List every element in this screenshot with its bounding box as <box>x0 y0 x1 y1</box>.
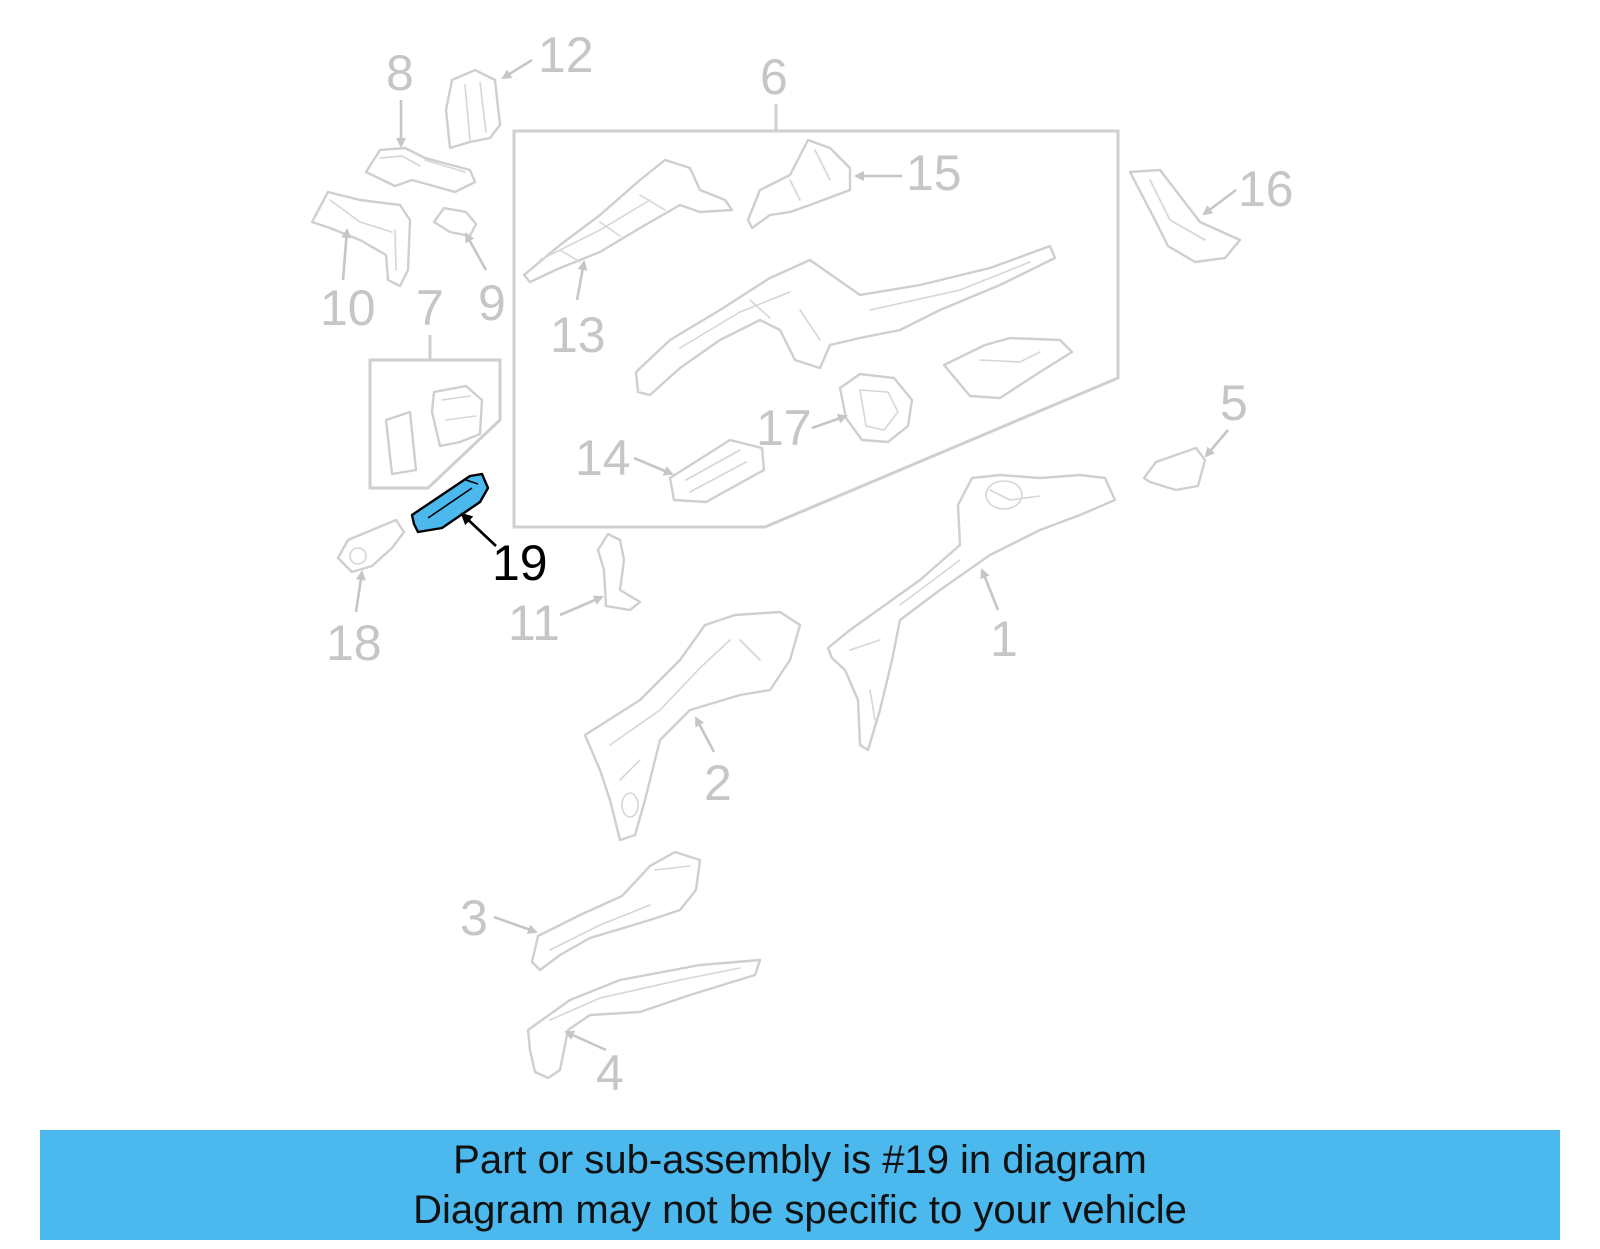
info-banner: Part or sub-assembly is #19 in diagram D… <box>40 1130 1560 1240</box>
part-18[interactable] <box>336 518 406 574</box>
callout-3[interactable]: 3 <box>460 890 488 946</box>
part-19-highlighted[interactable] <box>410 472 490 534</box>
parts-diagram: 1 2 3 4 5 6 7 8 9 10 11 12 13 14 15 16 1… <box>310 27 1294 1101</box>
part-4[interactable] <box>526 958 762 1080</box>
leader-1 <box>980 568 1000 611</box>
part-10[interactable] <box>310 190 412 288</box>
leader-14 <box>633 456 674 476</box>
part-7[interactable] <box>384 384 484 476</box>
leader-11 <box>559 595 604 617</box>
callout-8[interactable]: 8 <box>386 45 414 101</box>
callout-19[interactable]: 19 <box>492 535 548 591</box>
callout-5[interactable]: 5 <box>1220 375 1248 431</box>
part-13[interactable] <box>522 158 734 284</box>
group-box-7 <box>368 335 502 490</box>
callout-13[interactable]: 13 <box>550 307 606 363</box>
leader-13 <box>575 260 588 301</box>
part-11[interactable] <box>596 532 642 612</box>
callout-17[interactable]: 17 <box>756 400 812 456</box>
callout-6[interactable]: 6 <box>760 49 788 105</box>
callout-16[interactable]: 16 <box>1238 161 1294 217</box>
group-box-6 <box>512 104 1120 529</box>
part-17[interactable] <box>838 372 914 444</box>
leader-17 <box>811 413 848 430</box>
part-15[interactable] <box>746 138 852 230</box>
banner-line-2: Diagram may not be specific to your vehi… <box>413 1188 1187 1232</box>
part-3[interactable] <box>530 850 702 972</box>
callout-15[interactable]: 15 <box>906 145 962 201</box>
leader-19 <box>460 512 497 547</box>
part-2[interactable] <box>583 610 802 842</box>
leader-16 <box>1202 188 1237 216</box>
part-8[interactable] <box>364 146 477 194</box>
callout-11[interactable]: 11 <box>508 595 560 651</box>
leader-2 <box>694 716 716 753</box>
leader-3 <box>493 915 538 935</box>
leader-5 <box>1204 429 1229 458</box>
banner-line-1: Part or sub-assembly is #19 in diagram <box>453 1138 1147 1182</box>
leader-9 <box>464 232 488 271</box>
callout-7[interactable]: 7 <box>416 280 444 336</box>
callout-18[interactable]: 18 <box>326 615 382 671</box>
callout-14[interactable]: 14 <box>575 430 631 486</box>
leader-10 <box>341 228 352 281</box>
callout-2[interactable]: 2 <box>704 755 732 811</box>
part-9[interactable] <box>432 206 478 238</box>
part-14[interactable] <box>668 438 766 504</box>
part-16[interactable] <box>1128 168 1242 264</box>
callout-10[interactable]: 10 <box>320 280 376 336</box>
part-6[interactable] <box>634 244 1074 400</box>
callout-4[interactable]: 4 <box>596 1045 624 1101</box>
part-5[interactable] <box>1142 446 1207 492</box>
part-1[interactable] <box>826 473 1117 752</box>
leader-18 <box>354 570 366 613</box>
part-12[interactable] <box>444 68 502 150</box>
leader-12 <box>501 58 533 80</box>
callout-9[interactable]: 9 <box>478 275 506 331</box>
leader-4 <box>564 1030 607 1052</box>
callout-12[interactable]: 12 <box>538 27 594 83</box>
callout-1[interactable]: 1 <box>990 611 1018 667</box>
